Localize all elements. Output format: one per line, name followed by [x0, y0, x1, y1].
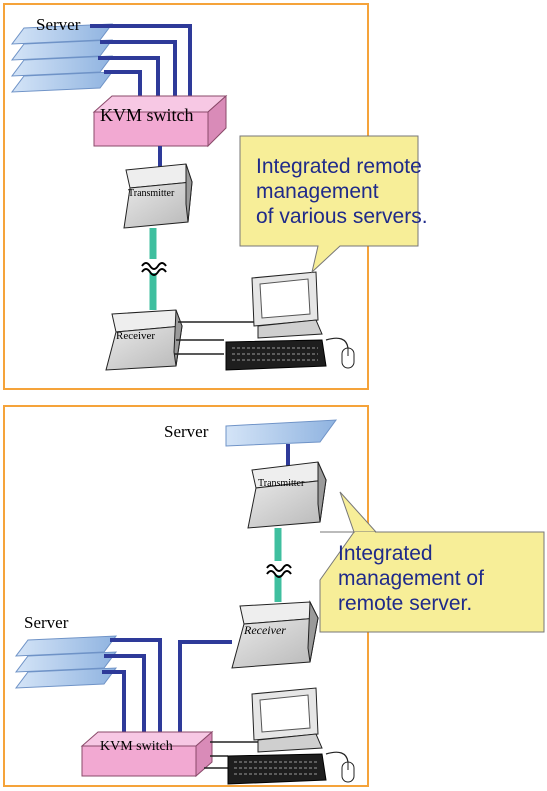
- mouse-icon: [325, 337, 355, 369]
- server-bottom-label: Server: [24, 613, 69, 632]
- kvm-switch-label: KVM switch: [100, 739, 173, 754]
- callout-bubble: [239, 135, 419, 274]
- kvm-switch-icon: [92, 94, 228, 148]
- mouse-icon: [325, 751, 355, 783]
- server-top-label: Server: [164, 422, 209, 441]
- console-cables: [174, 321, 260, 355]
- callout-line-2: management of: [338, 567, 484, 590]
- receiver-icon: [231, 600, 319, 669]
- keyboard-icon: [227, 753, 327, 785]
- server-cables: [102, 638, 232, 734]
- transmitter-label: Transmitter: [258, 478, 305, 489]
- callout-line-1: Integrated remote: [256, 155, 422, 178]
- monitor-icon: [251, 687, 323, 753]
- keyboard-icon: [225, 339, 327, 371]
- callout-text: Integrated remote management of various …: [256, 155, 428, 228]
- callout-text: Integrated management of remote server.: [338, 542, 490, 615]
- cable-break-icon: [265, 561, 292, 578]
- callout-line-3: of various servers.: [256, 205, 428, 228]
- kvm-switch-icon: [80, 730, 214, 778]
- panel-local-management: Server Transmitter Receiver S: [3, 405, 545, 787]
- console-cables: [204, 741, 258, 769]
- callout-line-2: management: [256, 180, 379, 203]
- server-top-icon: [225, 419, 338, 447]
- server-cables: [90, 24, 192, 100]
- cable-break-icon: [140, 259, 167, 276]
- callout-line-1: Integrated: [338, 542, 433, 565]
- server-stack-icon: [10, 23, 114, 93]
- monitor-icon: [251, 271, 323, 339]
- transmitter-icon: [247, 461, 327, 529]
- server-stack-icon: [14, 635, 118, 689]
- transmitter-label: Transmitter: [128, 188, 175, 199]
- transmitter-icon: [123, 163, 193, 229]
- receiver-icon: [105, 309, 183, 371]
- server-label: Server: [36, 15, 81, 34]
- callout-line-3: remote server.: [338, 592, 472, 615]
- kvm-switch-label: KVM switch: [100, 105, 194, 125]
- panel-remote-management: Server KVM switch Transmitter: [3, 3, 428, 390]
- callout-bubble: [319, 491, 545, 633]
- receiver-label: Receiver: [116, 330, 155, 342]
- receiver-label: Receiver: [243, 623, 286, 637]
